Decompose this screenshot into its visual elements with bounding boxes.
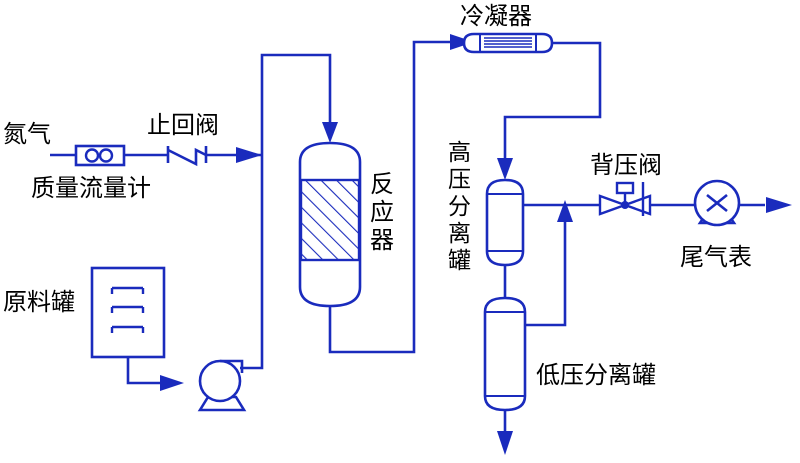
double-circle-icon <box>74 144 126 167</box>
reactor-outlet-pipe <box>328 40 460 354</box>
heat-exchanger-icon <box>462 32 554 54</box>
arrow-pump-in <box>160 375 184 391</box>
label-nitrogen: 氮气 <box>3 120 51 148</box>
label-condenser: 冷凝器 <box>460 2 532 30</box>
check-valve-icon <box>166 146 208 167</box>
label-hp-2: 压 <box>448 167 471 193</box>
raw-tank <box>90 266 166 359</box>
arrow-lp-return <box>557 200 573 222</box>
arrow-condenser-in <box>450 34 474 50</box>
valve-icon <box>598 181 652 216</box>
arrow-nitrogen <box>236 147 262 163</box>
label-raw-tank: 原料罐 <box>3 288 75 316</box>
label-lp-separator: 低压分离罐 <box>536 361 656 389</box>
arrow-lp-out <box>497 431 513 455</box>
x-circle-icon <box>693 179 741 227</box>
label-back-pressure-valve: 背压阀 <box>590 151 662 179</box>
label-check-valve: 止回阀 <box>147 111 219 139</box>
label-reactor-1: 反 <box>370 170 394 198</box>
arrow-reactor-in <box>322 122 338 143</box>
label-reactor-2: 应 <box>370 198 394 226</box>
catalyst-bed <box>299 178 361 262</box>
arrow-gas-out <box>766 197 792 213</box>
label-gas-meter: 尾气表 <box>680 243 752 271</box>
pump-icon <box>197 359 247 412</box>
label-hp-5: 罐 <box>448 248 471 274</box>
label-hp-3: 分 <box>448 194 471 220</box>
label-hp-1: 高 <box>448 140 471 166</box>
label-mass-flow-meter: 质量流量计 <box>31 174 151 202</box>
reactor-vessel <box>298 141 362 308</box>
reactor-feed-pipe <box>240 53 332 370</box>
hp-separator-vessel <box>485 178 525 267</box>
lp-separator-vessel <box>483 296 527 412</box>
condenser-outlet-pipe <box>503 41 602 168</box>
label-reactor-3: 器 <box>370 226 394 254</box>
label-hp-4: 离 <box>448 221 471 247</box>
arrow-hp-in <box>497 158 513 180</box>
lp-gas-return-pipe <box>524 218 567 327</box>
